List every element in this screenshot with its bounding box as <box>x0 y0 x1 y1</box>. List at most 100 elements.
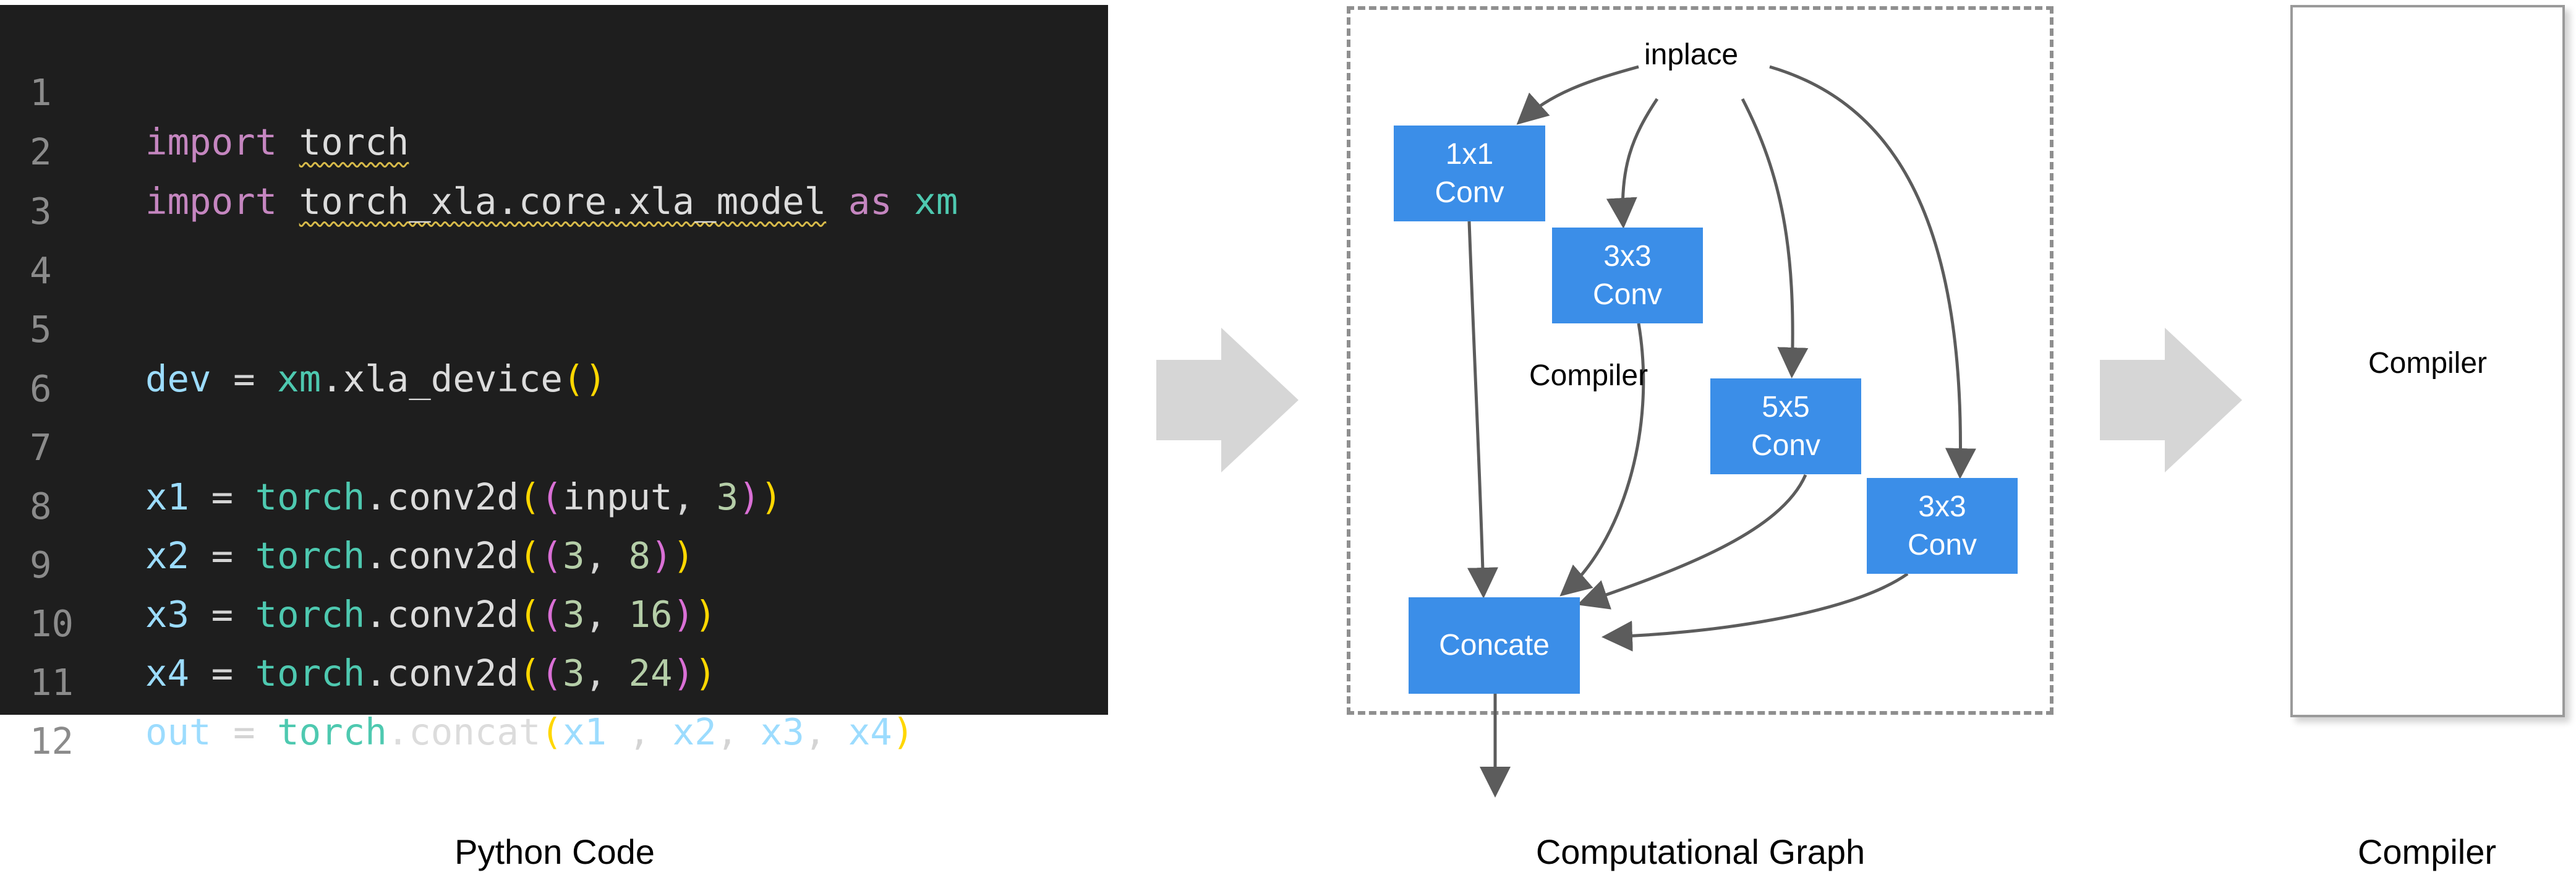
module: torch <box>255 593 365 636</box>
line-number: 5 <box>30 308 52 351</box>
code-editor: 1 import torch 2 import torch_xla.core.x… <box>0 5 1108 762</box>
flow-arrow-right-icon <box>2100 328 2242 472</box>
operator: = <box>211 710 278 753</box>
variable: x4 <box>145 652 190 694</box>
line-number: 4 <box>30 249 52 292</box>
operator: = <box>189 534 255 577</box>
paren: ( <box>518 593 541 636</box>
operator: = <box>189 475 255 518</box>
edge-inplace-conv3x3b <box>1769 65 1976 479</box>
variable: x3 <box>760 710 804 753</box>
paren: ) <box>694 652 717 694</box>
compiler-box-label: Compiler <box>2368 347 2488 380</box>
paren: ( <box>540 475 563 518</box>
paren: ( <box>518 534 541 577</box>
edge-conv3x3b-concate <box>1601 572 1909 652</box>
comma: , <box>672 475 717 518</box>
variable: x3 <box>145 593 190 636</box>
edge-conv3x3a-concate <box>1559 323 1645 597</box>
edge-inplace-conv1x1 <box>1516 65 1639 125</box>
node-label: 3x3 <box>1603 239 1652 273</box>
operator: = <box>189 593 255 636</box>
number: 3 <box>562 593 585 636</box>
node-concate: Concate <box>1409 597 1580 694</box>
code-line: 7 x1 = torch.conv2d((input, 3)) <box>0 373 1108 518</box>
code-line: 11 out = torch.concat(x1 , x2, x3, x4) <box>0 608 1108 753</box>
paren: ) <box>738 475 761 518</box>
line-number: 6 <box>30 367 52 410</box>
number: 3 <box>562 652 585 694</box>
paren: ) <box>892 710 915 753</box>
number: 3 <box>562 534 585 577</box>
keyword: as <box>826 180 915 223</box>
line-number: 12 <box>30 720 74 762</box>
paren: ) <box>650 534 673 577</box>
module: torch <box>255 534 365 577</box>
paren: ) <box>672 652 695 694</box>
number: 3 <box>716 475 739 518</box>
comma: , <box>804 710 848 753</box>
line-number: 8 <box>30 485 52 527</box>
keyword: import <box>145 121 278 163</box>
graph-compiler-label: Compiler <box>1529 359 1648 392</box>
operator: = <box>211 357 278 400</box>
caption-compiler: Compiler <box>2357 832 2497 871</box>
number: 24 <box>628 652 673 694</box>
function: .concat <box>386 710 541 753</box>
code-line: 2 import torch_xla.core.xla_model as xm <box>0 78 1108 223</box>
module-name: torch <box>299 121 409 163</box>
node-conv3x3-a: 3x3 Conv <box>1552 228 1703 323</box>
paren: ( <box>562 357 585 400</box>
node-conv3x3-b: 3x3 Conv <box>1867 478 2018 574</box>
function: .conv2d <box>365 475 519 518</box>
edge-conv5x5-concate <box>1577 474 1807 610</box>
module: torch <box>255 475 365 518</box>
graph-frame <box>1347 6 2054 715</box>
node-label: Conv <box>1907 528 1977 561</box>
inplace-label: inplace <box>1644 38 1739 71</box>
function: .conv2d <box>365 652 519 694</box>
node-label: 3x3 <box>1918 490 1966 523</box>
code-line: 10 x4 = torch.conv2d((3, 24)) <box>0 550 1108 694</box>
code-line: 6 <box>0 315 1108 410</box>
caption-python-code: Python Code <box>454 832 655 871</box>
function: .conv2d <box>365 534 519 577</box>
code-line: 8 x2 = torch.conv2d((3, 8)) <box>0 432 1108 577</box>
node-label: 5x5 <box>1762 390 1810 424</box>
comma: , <box>584 534 629 577</box>
paren: ( <box>518 652 541 694</box>
node-conv5x5: 5x5 Conv <box>1710 378 1861 474</box>
compiler-box: Compiler <box>2290 5 2565 717</box>
line-number: 1 <box>30 71 52 114</box>
line-number: 11 <box>30 661 74 704</box>
comma: , <box>584 652 629 694</box>
variable: x2 <box>672 710 717 753</box>
edge-inplace-conv5x5 <box>1741 98 1809 378</box>
comma: , <box>584 593 629 636</box>
flow-arrow-right-icon <box>1156 328 1299 472</box>
node-conv1x1: 1x1 Conv <box>1394 126 1545 221</box>
paren: ( <box>540 652 563 694</box>
number: 16 <box>628 593 673 636</box>
variable: dev <box>145 357 211 400</box>
variable: x2 <box>145 534 190 577</box>
code-line: 1 import torch <box>0 19 1108 163</box>
paren: ( <box>540 710 563 753</box>
node-label: Conv <box>1435 176 1504 209</box>
code-line: 5 dev = xm.xla_device() <box>0 255 1108 400</box>
line-number: 10 <box>30 602 74 645</box>
line-number: 2 <box>30 130 52 173</box>
variable: x4 <box>848 710 892 753</box>
paren: ) <box>672 593 695 636</box>
variable: out <box>145 710 211 753</box>
paren: ( <box>518 475 541 518</box>
edge-conv1x1-concate <box>1467 221 1498 599</box>
line-number: 7 <box>30 426 52 469</box>
function: .conv2d <box>365 593 519 636</box>
node-label: 1x1 <box>1445 137 1494 171</box>
function: .xla_device <box>321 357 563 400</box>
paren: ( <box>540 534 563 577</box>
code-line: 3 <box>0 137 1108 232</box>
variable: x1 <box>562 710 607 753</box>
